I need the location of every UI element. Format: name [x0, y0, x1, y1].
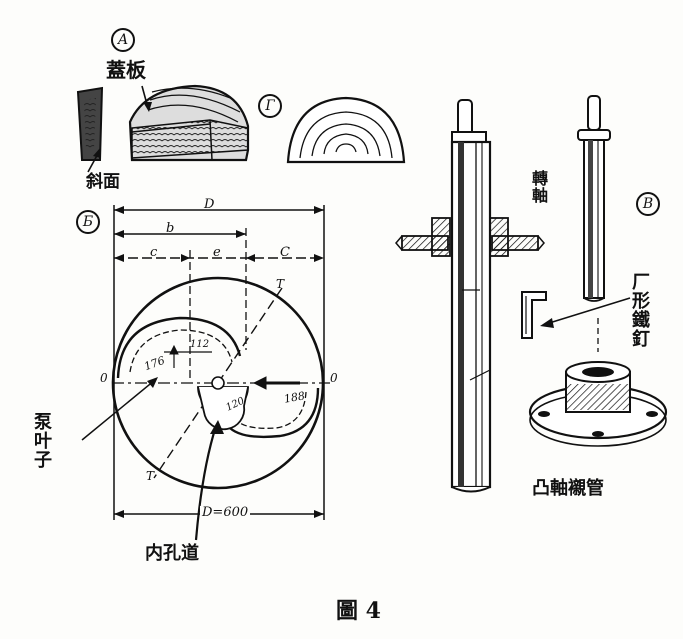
shaft-sleeve-drawing [528, 361, 668, 447]
dim-O-right: 0 [330, 371, 338, 385]
shaft-label: 轉軸 [529, 170, 548, 204]
inner-hole-label: 内孔道 [145, 543, 199, 564]
half-round-section-drawing [286, 96, 406, 164]
panel-marker-b: Б [76, 210, 100, 234]
shaft-sleeve-label: 凸軸襯管 [532, 478, 604, 499]
figure-caption: 圖 4 [336, 598, 381, 624]
dim-r188: 188 [283, 389, 306, 406]
l-nail-label: 厂形鐵釘 [629, 272, 650, 348]
pipe-flange [395, 217, 545, 257]
dim-D-top: D [204, 197, 215, 212]
dim-b: b [166, 221, 175, 236]
pump-blade-label: 泵叶子 [31, 412, 52, 469]
radius-arrows [169, 344, 300, 390]
dim-c-left: c [150, 245, 158, 260]
l-nail-drawing [521, 291, 547, 339]
cover-plate-block-drawing [128, 84, 250, 162]
dimension-arrows [114, 206, 324, 518]
dim-D-bottom: D=600 [200, 505, 251, 520]
panel-marker-v: B [636, 192, 660, 216]
shaft-drawing [577, 95, 611, 302]
dim-e: e [213, 245, 221, 260]
vertical-pipe [450, 99, 492, 493]
dim-r112: 112 [190, 339, 210, 350]
inner-hole-leader [194, 420, 224, 541]
inner-hole-sector [164, 351, 249, 431]
l-nail-arrow [540, 297, 631, 328]
dim-T-bottom: T [146, 469, 155, 483]
dim-C-right: C [280, 245, 290, 260]
panel-marker-g: Г [258, 94, 282, 118]
cover-plate-arrow [141, 85, 152, 112]
panel-marker-a: A [111, 28, 135, 52]
dim-T-top: T [276, 277, 285, 291]
cover-plate-label: 蓋板 [106, 58, 146, 82]
bevel-label: 斜面 [86, 172, 120, 192]
dim-O-left: 0 [100, 371, 108, 385]
bevel-blade-drawing [76, 86, 104, 161]
impeller-spiral-blade [116, 316, 320, 439]
bevel-arrow [87, 148, 101, 173]
pump-blade-leader [81, 377, 158, 441]
